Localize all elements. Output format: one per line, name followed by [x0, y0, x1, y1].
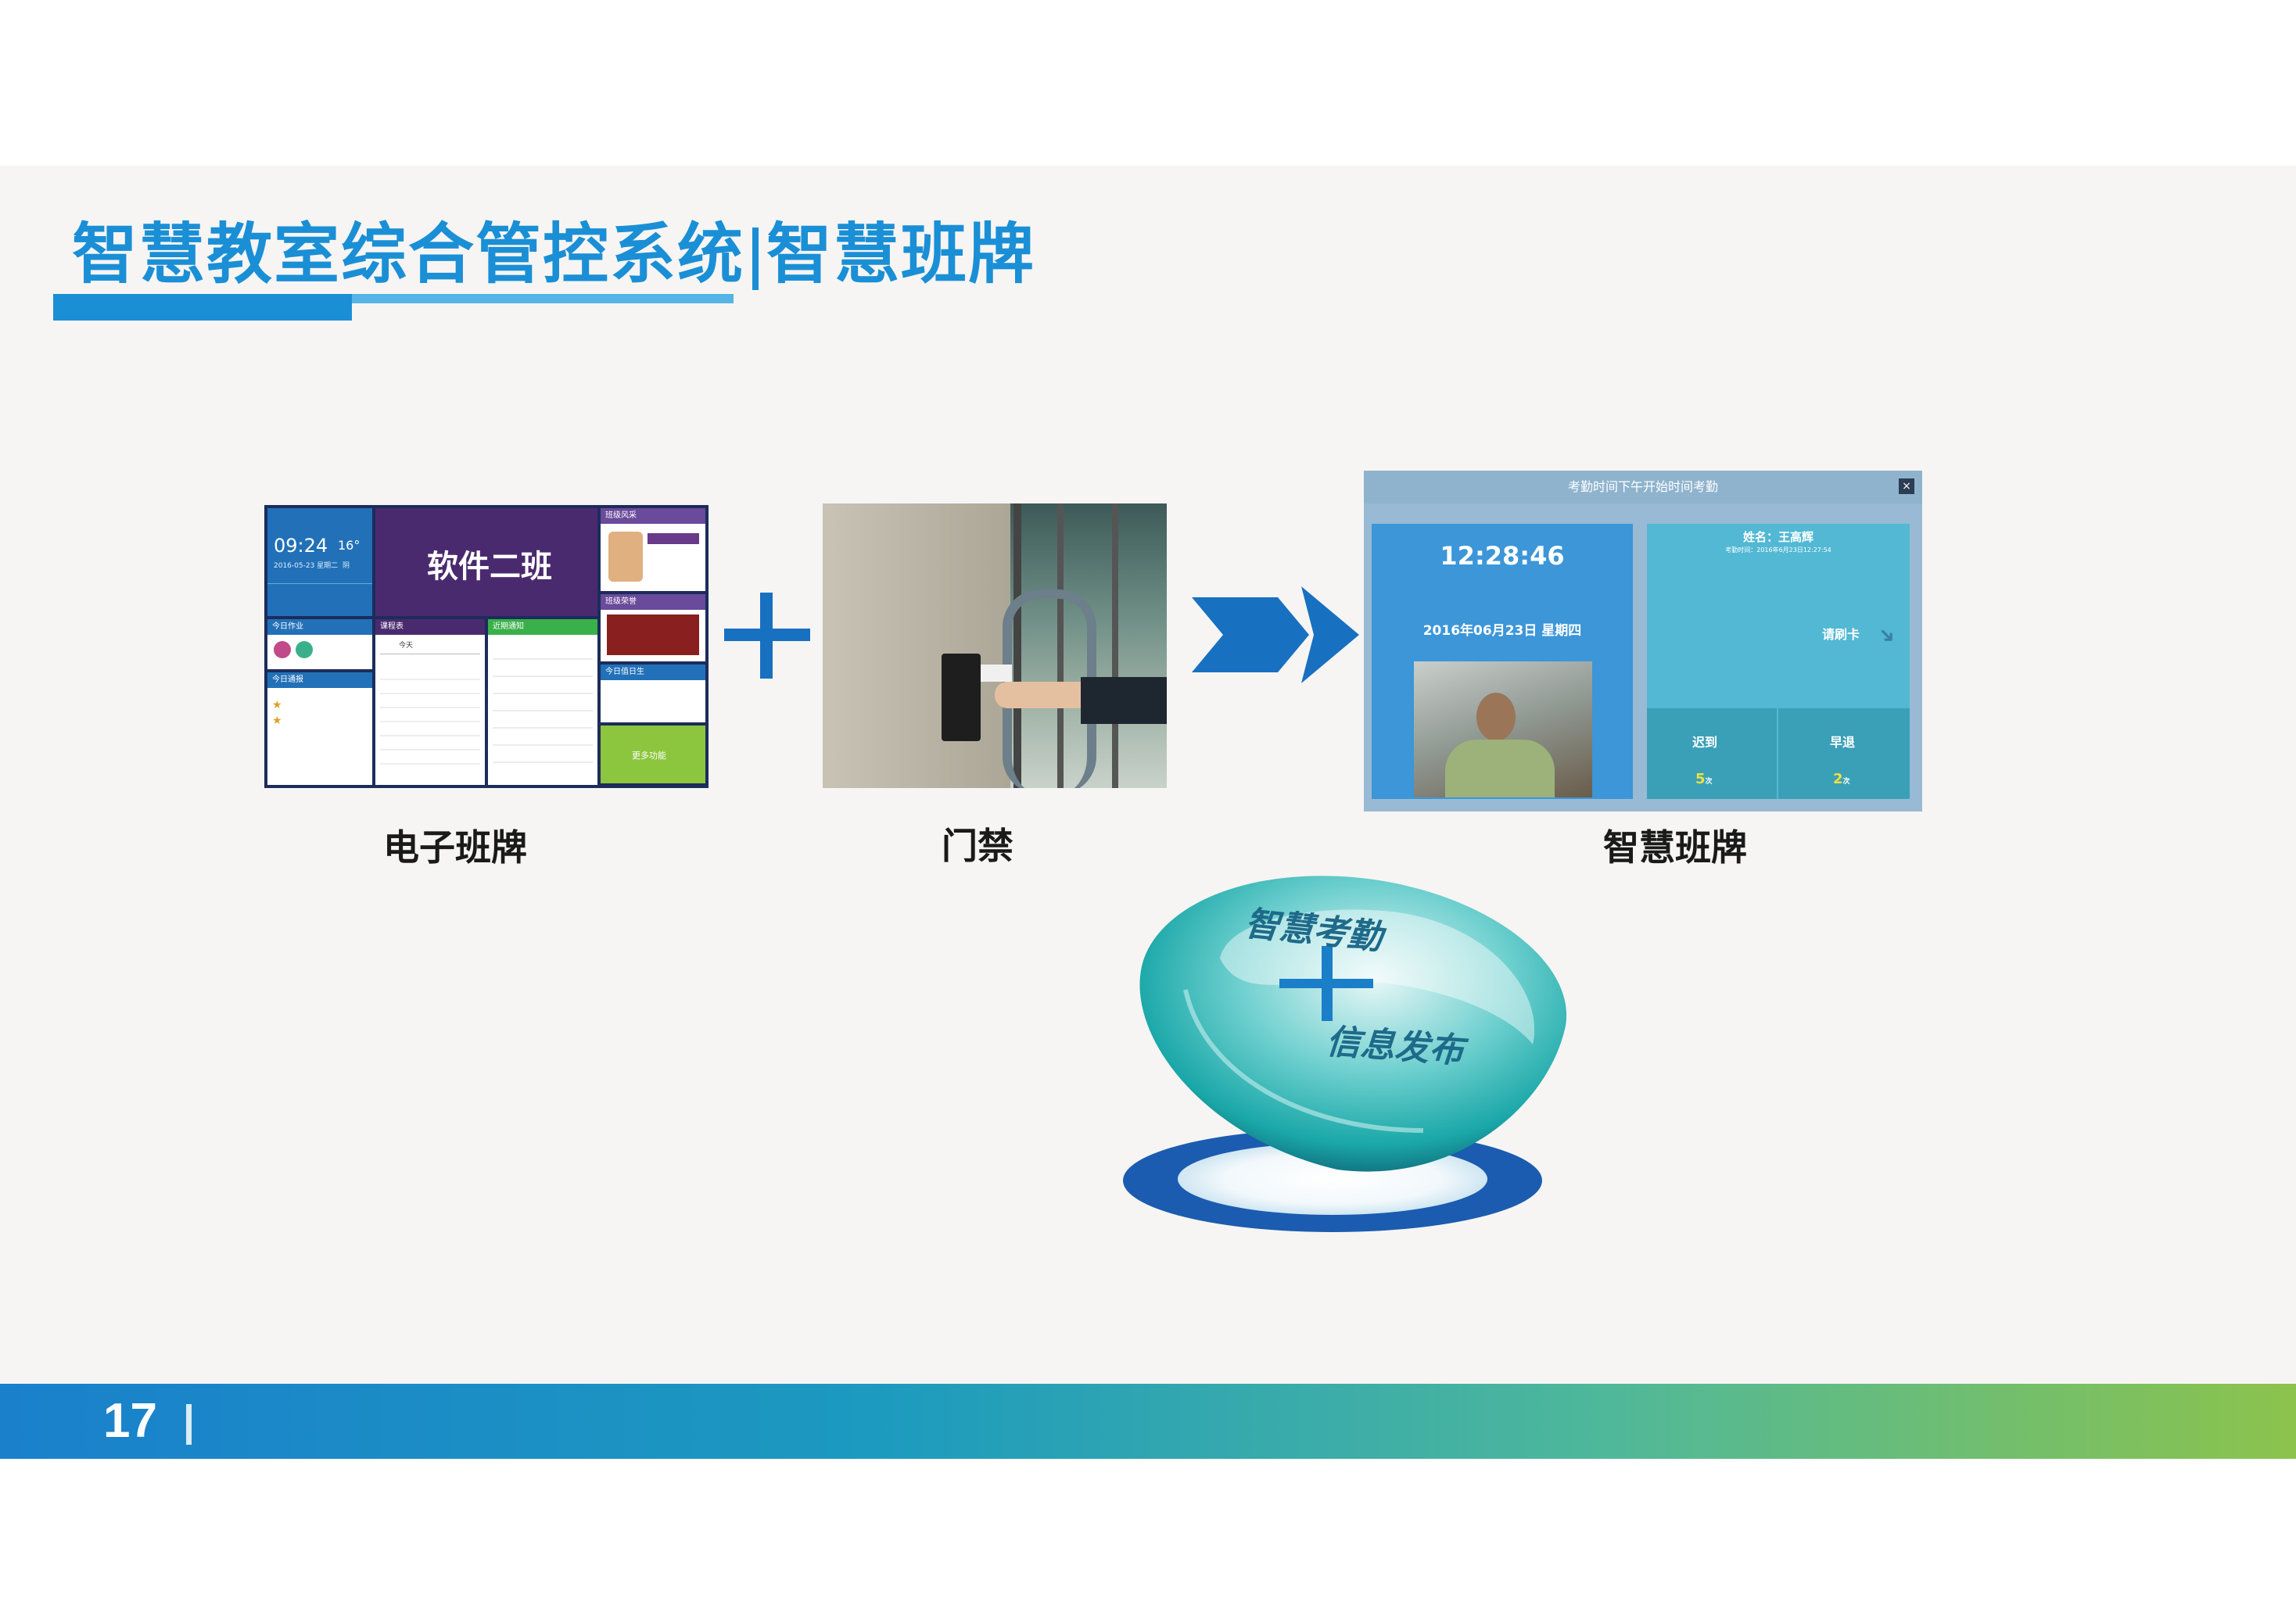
late-count-wrap: 5次: [1695, 771, 1713, 787]
lens-text-publish: 信息发布: [1325, 1021, 1465, 1072]
smart-attendance-screen: 考勤时间下午开始时间考勤 × 12:28:46 2016年06月23日 星期四 …: [1364, 471, 1922, 812]
attendance-time: 12:28:46: [1440, 541, 1565, 571]
page-number-divider: [186, 1404, 192, 1445]
board-report-tile: 今日通报 ★ ★: [267, 672, 372, 785]
board-header-duty: 今日值日生: [601, 665, 705, 680]
attendance-right-panel: 姓名：王高辉 考勤时间：2016年6月23日12:27:54 请刷卡 ➜ 迟到 …: [1647, 524, 1910, 799]
electronic-class-board-image: 09:24 16° 2016-05-23 星期二 阴 软件二班 班级风采 班级荣…: [264, 505, 709, 788]
camera-feed: [1414, 661, 1592, 797]
door-access-photo: [823, 503, 1167, 788]
board-date: 2016-05-23 星期二: [274, 562, 339, 570]
title-separator: [752, 228, 759, 291]
title-underline-thick: [53, 294, 352, 321]
board-class-name: 软件二班: [427, 549, 552, 585]
board-time: 09:24: [274, 535, 328, 557]
late-unit: 次: [1705, 778, 1713, 786]
close-icon[interactable]: ×: [1899, 478, 1914, 494]
late-count: 5: [1695, 771, 1706, 787]
board-more-button[interactable]: 更多功能: [601, 726, 705, 783]
lens-graphic: [1123, 876, 1567, 1232]
board-notice-tile: 近期通知: [488, 619, 597, 785]
attendance-stats: 迟到 5次 早退 2次: [1647, 708, 1910, 799]
early-unit: 次: [1842, 778, 1850, 786]
board-more-label: 更多功能: [632, 751, 666, 761]
attendance-date: 2016年06月23日 星期四: [1422, 623, 1582, 639]
board-header-timetable: 课程表: [375, 619, 485, 635]
early-count-wrap: 2次: [1833, 771, 1850, 787]
attendance-checkin-time: 考勤时间：2016年6月23日12:27:54: [1725, 546, 1831, 554]
title-main: 智慧教室综合管控系统: [72, 216, 745, 292]
board-style-tile: 班级风采: [601, 508, 705, 591]
board-duty-tile: 今日值日生: [601, 665, 705, 722]
early-count: 2: [1833, 771, 1843, 787]
footer-bar: [0, 1384, 2296, 1459]
board-header-homework: 今日作业: [267, 619, 372, 635]
board-homework-tile: 今日作业: [267, 619, 372, 669]
caption-door: 门禁: [942, 825, 1013, 867]
board-timetable-tile: 课程表 今天: [375, 619, 485, 785]
board-class-tile: 软件二班: [375, 508, 597, 616]
slide-background: [0, 166, 2296, 1457]
attendance-name: 姓名：王高辉: [1742, 530, 1813, 544]
arrow-down-right-icon: ➜: [1872, 621, 1902, 650]
board-header-report: 今日通报: [267, 672, 372, 688]
board-weather: 阴: [343, 562, 350, 570]
early-label: 早退: [1830, 735, 1856, 750]
swipe-prompt: 请刷卡: [1822, 627, 1860, 642]
page-number: 17: [103, 1394, 157, 1448]
plus-icon: [724, 593, 810, 679]
board-header-style: 班级风采: [601, 508, 705, 524]
board-honor-tile: 班级荣誉: [601, 594, 705, 661]
title-sub: 智慧班牌: [766, 216, 1036, 292]
board-today-tab: 今天: [399, 642, 414, 650]
title-underline-thin: [352, 294, 734, 303]
board-clock-tile: 09:24 16° 2016-05-23 星期二 阴: [267, 508, 372, 616]
caption-smart-board: 智慧班牌: [1603, 826, 1747, 869]
page-title: 智慧教室综合管控系统智慧班牌: [72, 202, 1035, 296]
board-temp: 16°: [338, 538, 361, 553]
late-label: 迟到: [1692, 735, 1718, 750]
attendance-left-panel: 12:28:46 2016年06月23日 星期四: [1372, 524, 1633, 799]
board-header-honor: 班级荣誉: [601, 594, 705, 610]
caption-board: 电子班牌: [383, 826, 527, 869]
attendance-top-bar: 考勤时间下午开始时间考勤: [1364, 471, 1922, 503]
arrow-right-icon: [1192, 586, 1359, 683]
board-header-notice: 近期通知: [488, 619, 597, 635]
